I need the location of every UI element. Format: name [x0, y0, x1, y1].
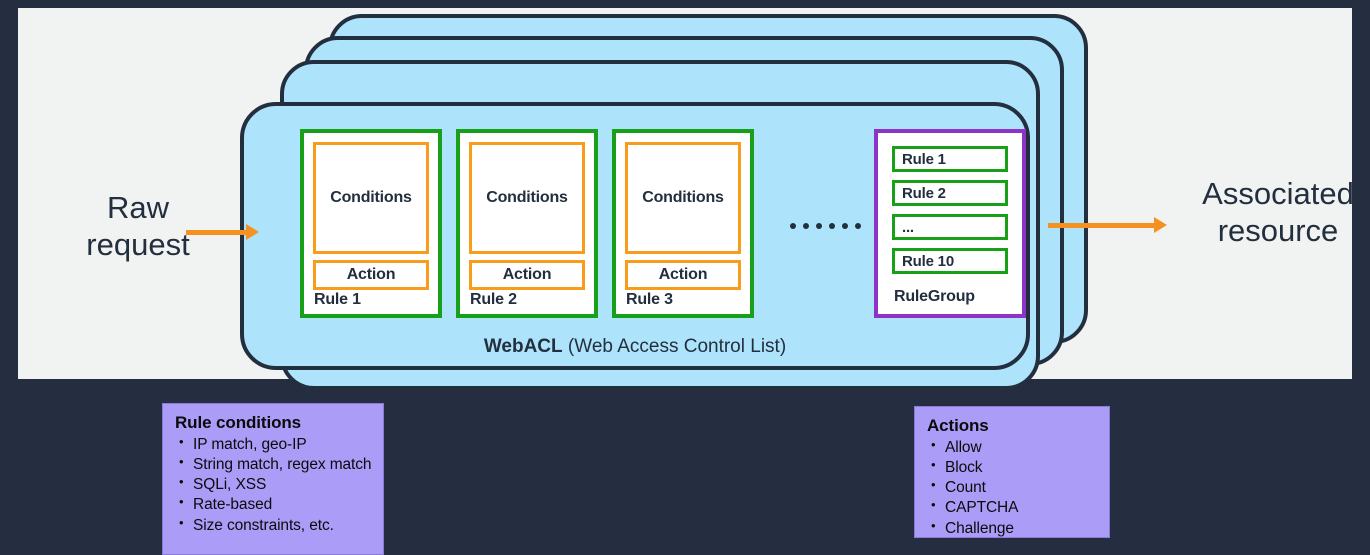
associated-resource-label: Associated resource	[1173, 176, 1370, 249]
ellipsis-dot	[790, 223, 796, 230]
legend-actions: Actions Allow Block Count CAPTCHA Challe…	[914, 406, 1110, 538]
legend-item: Count	[931, 477, 1099, 498]
webacl-caption: WebACL (Web Access Control List)	[240, 336, 1030, 358]
associated-resource-line-2: resource	[1217, 212, 1339, 248]
legend-item: Block	[931, 457, 1099, 478]
rule-card-1[interactable]: Conditions Action Rule 1	[300, 129, 442, 318]
rulegroup-item-label: Rule 1	[902, 150, 946, 168]
rulegroup-item-label: Rule 2	[902, 184, 946, 202]
rulegroup-item-2[interactable]: Rule 2	[892, 180, 1008, 206]
rulegroup-item-3[interactable]: ...	[892, 214, 1008, 240]
legend-item: String match, regex match	[179, 454, 373, 475]
rule-name-2: Rule 2	[470, 291, 517, 308]
legend-list: Allow Block Count CAPTCHA Challenge	[927, 437, 1099, 539]
ellipsis-dot	[829, 223, 835, 230]
legend-item: Rate-based	[179, 494, 373, 515]
webacl-caption-bold: WebACL	[483, 336, 563, 357]
action-box-2: Action	[469, 260, 585, 290]
legend-item: Challenge	[931, 518, 1099, 539]
ellipsis-indicator	[790, 214, 868, 236]
rulegroup-item-label: ...	[902, 218, 914, 236]
ellipsis-dot	[842, 223, 848, 230]
associated-resource-line-1: Associated	[1202, 176, 1354, 211]
rulegroup-item-label: Rule 10	[902, 252, 954, 270]
legend-title: Rule conditions	[175, 413, 302, 432]
rule-card-3[interactable]: Conditions Action Rule 3	[612, 129, 754, 318]
rulegroup-card[interactable]: Rule 1 Rule 2 ... Rule 10 RuleGroup	[874, 129, 1026, 318]
conditions-label-1: Conditions	[330, 189, 412, 206]
legend-title: Actions	[927, 416, 989, 435]
ellipsis-dot	[855, 223, 861, 230]
action-label-2: Action	[502, 266, 552, 283]
legend-item: SQLi, XSS	[179, 474, 373, 495]
conditions-box-2: Conditions	[469, 142, 585, 254]
webacl-caption-rest: (Web Access Control List)	[562, 336, 787, 357]
conditions-box-3: Conditions	[625, 142, 741, 254]
resource-arrow-icon	[1048, 217, 1167, 233]
rulegroup-item-1[interactable]: Rule 1	[892, 146, 1008, 172]
raw-request-line-1: Raw	[106, 190, 169, 225]
conditions-box-1: Conditions	[313, 142, 429, 254]
rule-card-2[interactable]: Conditions Action Rule 2	[456, 129, 598, 318]
request-arrow-icon	[186, 224, 259, 240]
conditions-label-3: Conditions	[642, 189, 724, 206]
raw-request-line-2: request	[86, 226, 190, 262]
legend-item: Size constraints, etc.	[179, 515, 373, 536]
diagram-panel: Conditions Action Rule 1 Conditions Acti…	[18, 8, 1354, 390]
legend-item: CAPTCHA	[931, 497, 1099, 518]
rulegroup-name: RuleGroup	[894, 288, 975, 305]
legend-item: Allow	[931, 437, 1099, 458]
action-label-1: Action	[346, 266, 396, 283]
raw-request-label: Raw request	[48, 190, 228, 263]
ellipsis-dot	[803, 223, 809, 230]
rule-name-1: Rule 1	[314, 291, 361, 308]
action-label-3: Action	[658, 266, 708, 283]
action-box-3: Action	[625, 260, 741, 290]
rule-name-3: Rule 3	[626, 291, 673, 308]
legend-item: IP match, geo-IP	[179, 434, 373, 455]
legend-list: IP match, geo-IP String match, regex mat…	[175, 434, 373, 536]
legend-rule-conditions: Rule conditions IP match, geo-IP String …	[162, 403, 384, 555]
action-box-1: Action	[313, 260, 429, 290]
ellipsis-dot	[816, 223, 822, 230]
conditions-label-2: Conditions	[486, 189, 568, 206]
rulegroup-item-4[interactable]: Rule 10	[892, 248, 1008, 274]
